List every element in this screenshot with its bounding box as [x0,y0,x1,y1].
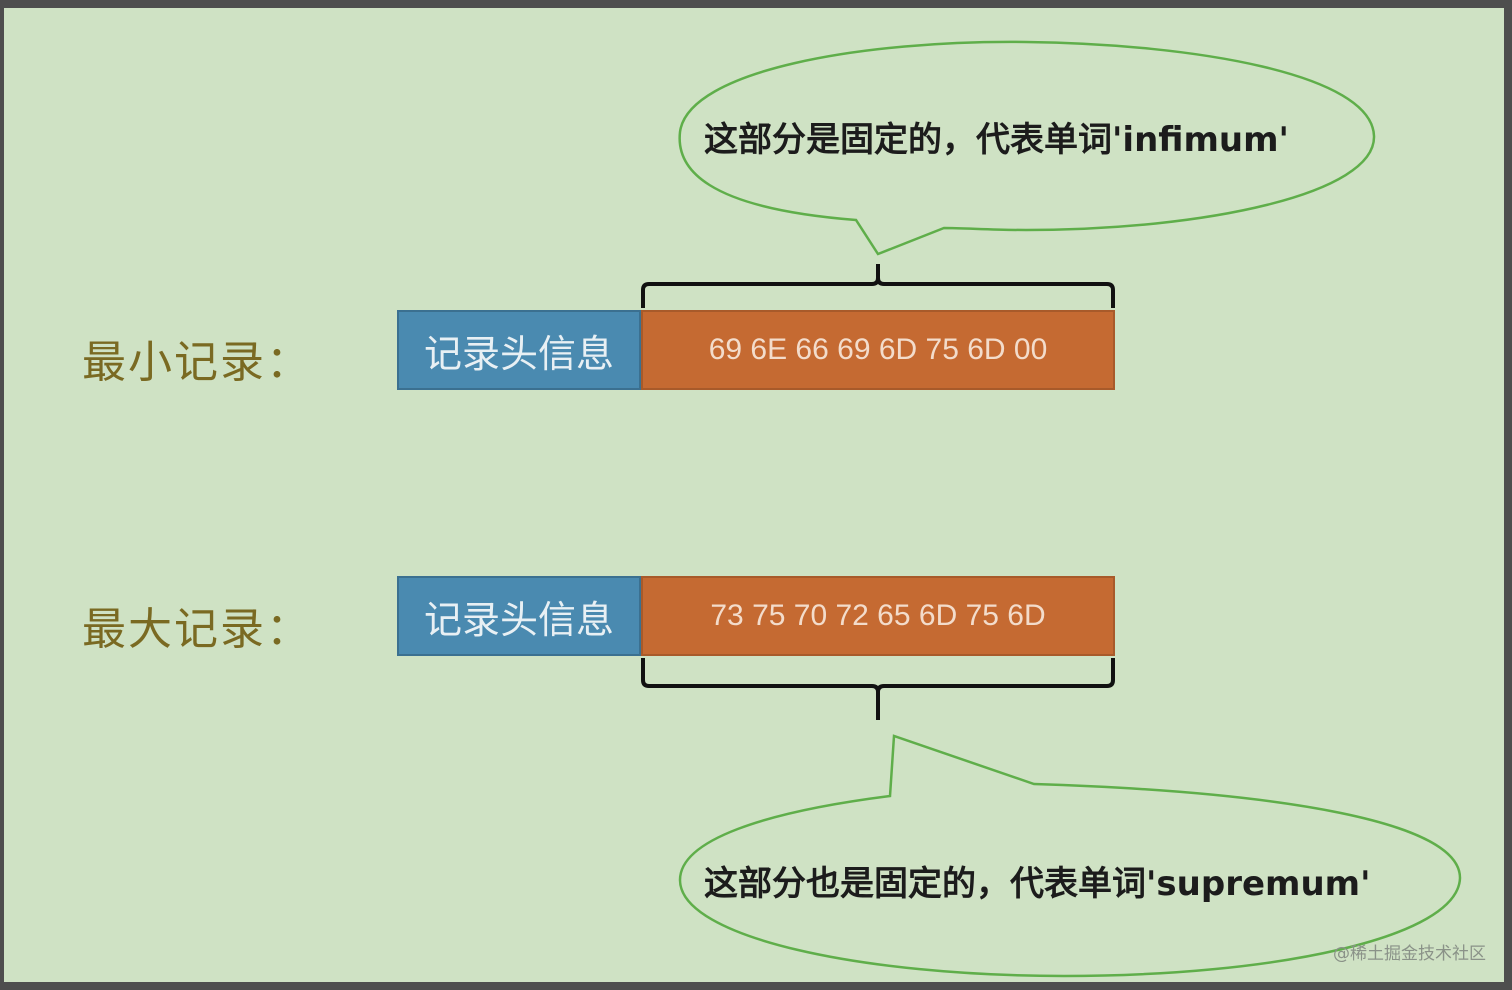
diagram-shapes [641,40,1462,978]
bottom-speech-bubble [678,734,1462,978]
bottom-brace [641,658,1115,720]
top-speech-bubble [678,40,1376,256]
diagram-canvas: 这部分是固定的，代表单词'infimum' 这部分也是固定的，代表单词'supr… [4,8,1504,982]
min-record-label: 最小记录： [82,337,312,388]
min-record-hex-box: 69 6E 66 69 6D 75 6D 00 [641,310,1115,390]
max-record-label: 最大记录： [82,604,312,655]
max-record-header-box: 记录头信息 [397,576,641,656]
top-callout-text: 这部分是固定的，代表单词'infimum' [704,120,1289,160]
top-brace [641,264,1115,308]
bottom-callout-text: 这部分也是固定的，代表单词'supremum' [704,864,1371,904]
min-record-header-box: 记录头信息 [397,310,641,390]
max-record-hex-box: 73 75 70 72 65 6D 75 6D [641,576,1115,656]
watermark: @稀土掘金技术社区 [1333,944,1486,964]
